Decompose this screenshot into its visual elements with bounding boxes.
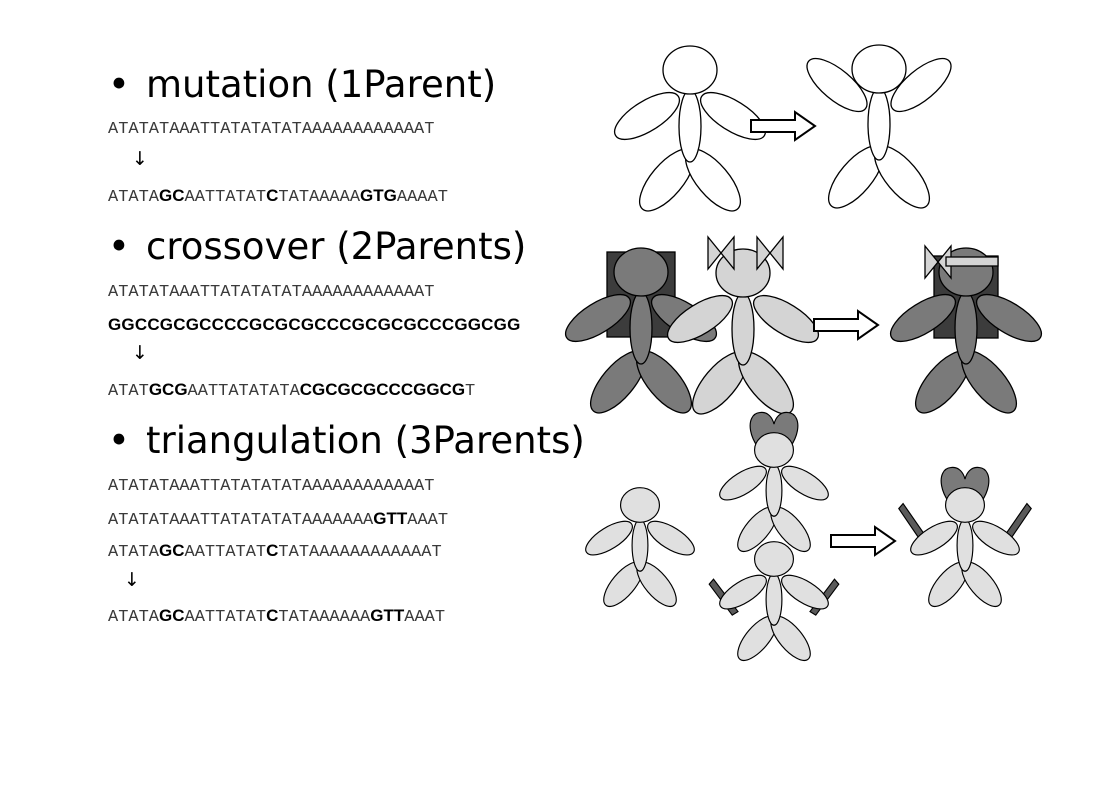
triangulation-parent3-figure	[708, 541, 840, 668]
mutation-child-figure	[798, 44, 960, 218]
triangulation-down-arrow: ↓	[124, 569, 140, 591]
base-run: ATATA	[108, 188, 160, 207]
triangulation-parent1-sequence: ATATATAAATTATATATATAAAAAAAAAAAAT	[108, 477, 435, 496]
base-run: TATAAAAAAAAAAAAT	[278, 543, 442, 562]
mutated-base: GC	[159, 186, 185, 205]
crossover-arrow-icon	[813, 310, 879, 340]
triangulation-child-figure	[898, 466, 1032, 614]
mutation-parent-sequence: ATATATAAATTATATATATAAAAAAAAAAAAT	[108, 120, 435, 139]
mutation-heading: •mutation (1Parent)	[108, 63, 497, 106]
triangulation-arrow-icon	[830, 526, 896, 556]
crossover-child-figure	[883, 245, 1049, 423]
triangulation-heading: •triangulation (3Parents)	[108, 419, 585, 462]
mutated-base: GC	[159, 541, 185, 560]
base-run: TATAAAAAA	[278, 608, 371, 627]
mutated-base: C	[266, 606, 279, 625]
base-run: ATATA	[108, 543, 160, 562]
bullet-icon: •	[108, 419, 130, 462]
mutation-child-sequence: ATATAGCAATTATATCTATAAAAAGTGAAAAT	[108, 187, 448, 206]
mutated-base: GTT	[373, 509, 408, 528]
mutated-base: GTG	[360, 186, 397, 205]
crossover-parent1-figure	[558, 247, 724, 423]
base-run: AATTATATATA	[187, 382, 300, 401]
crossover-child-sequence: ATATGCGAATTATATATACGCGCGCCCGGCGT	[108, 381, 475, 400]
triangulation-parent2-sequence: ATATATAAATTATATATATAAAAAAAGTTAAAT	[108, 510, 448, 529]
mutated-base: C	[266, 186, 279, 205]
triangulation-parent3-sequence: ATATAGCAATTATATCTATAAAAAAAAAAAAT	[108, 542, 442, 561]
base-run: ATATA	[108, 608, 160, 627]
mutated-base: GTT	[370, 606, 405, 625]
crossover-down-arrow: ↓	[132, 342, 148, 364]
base-run: AAAT	[404, 608, 446, 627]
triangulation-parent2-figure	[714, 411, 834, 559]
bullet-icon: •	[108, 63, 130, 106]
base-run: AAAT	[407, 511, 449, 530]
mutation-down-arrow: ↓	[132, 148, 148, 170]
base-run: AAAAT	[396, 188, 448, 207]
base-run: T	[465, 382, 476, 401]
mutation-parent-figure	[607, 45, 773, 221]
base-run: ATATATAAATTATATATATAAAAAAA	[108, 511, 374, 530]
bullet-icon: •	[108, 225, 130, 268]
base-run: TATAAAAA	[278, 188, 361, 207]
triangulation-child-sequence: ATATAGCAATTATATCTATAAAAAAGTTAAAT	[108, 607, 445, 626]
base-run: AATTATAT	[184, 608, 267, 627]
base-run: ATAT	[108, 382, 149, 401]
mutated-base: GC	[159, 606, 185, 625]
crossover-parent2-sequence: GGCCGCGCCCCGCGCGCCCGCGCGCCCGGCGG	[108, 315, 521, 334]
crossover-parent1-sequence: ATATATAAATTATATATATAAAAAAAAAAAAT	[108, 283, 435, 302]
base-run: AATTATAT	[184, 188, 267, 207]
mutated-base: C	[266, 541, 279, 560]
triangulation-parent1-figure	[580, 487, 700, 614]
crossover-heading: •crossover (2Parents)	[108, 225, 527, 268]
base-run: AATTATAT	[184, 543, 267, 562]
mutated-base: GCG	[148, 380, 188, 399]
mutated-base: CGCGCGCCCGGCG	[299, 380, 466, 399]
